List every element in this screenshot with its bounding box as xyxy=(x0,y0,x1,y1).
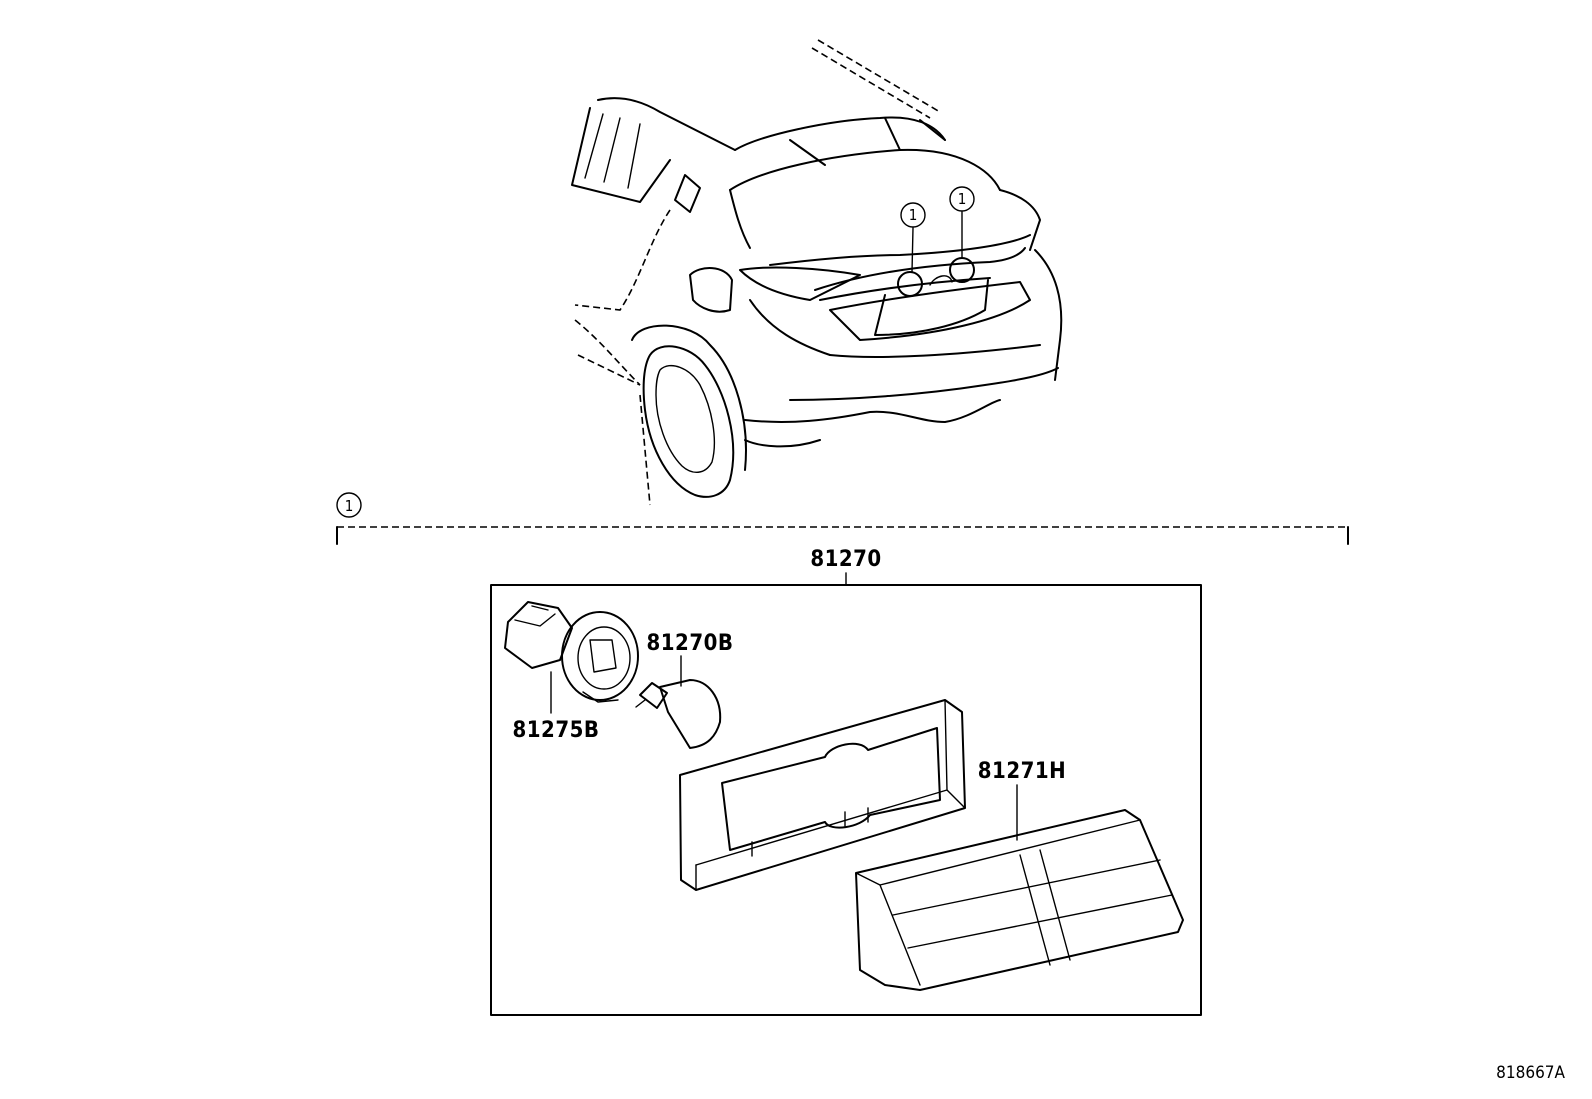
vehicle-callout-number-right: 1 xyxy=(958,190,967,208)
lens-illustration xyxy=(855,809,1184,991)
vehicle-callout-circle-right xyxy=(949,186,975,212)
assembly-part-number: 81270 xyxy=(810,547,881,572)
vehicle-callout-circle-left xyxy=(900,202,926,228)
section-callout-number: 1 xyxy=(345,497,354,515)
vehicle-callout-number-left: 1 xyxy=(909,206,918,224)
housing-frame-illustration xyxy=(679,699,966,891)
socket-part-number: 81275B xyxy=(513,718,600,743)
assembly-box xyxy=(490,584,1202,1016)
section-bracket xyxy=(336,492,1349,545)
bulb-part-number: 81270B xyxy=(647,631,734,656)
figure-code: 818667A xyxy=(1496,1063,1565,1083)
lens-part-number: 81271H xyxy=(978,759,1066,784)
socket-illustration xyxy=(504,601,639,703)
bulb-illustration xyxy=(635,679,722,749)
vehicle-rear-illustration xyxy=(571,39,1063,506)
